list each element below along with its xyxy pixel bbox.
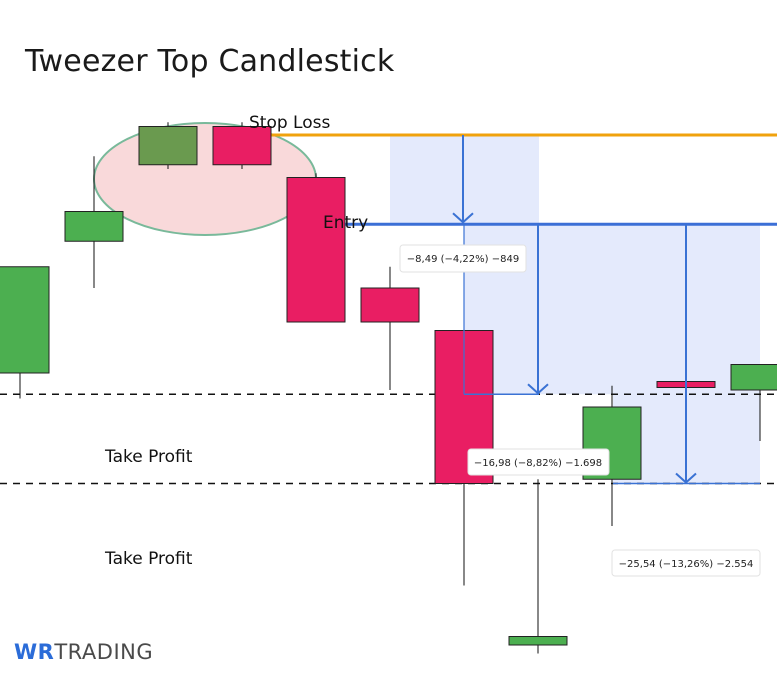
highlight-layer — [93, 122, 317, 236]
candle-body — [286, 177, 346, 323]
logo-trading: TRADING — [54, 640, 154, 664]
measurement-box-2: −16,98 (−8,82%) −1.698 — [467, 448, 610, 476]
candle-body — [508, 636, 568, 646]
stop-loss-label: Stop Loss — [249, 113, 330, 133]
candle-body — [212, 126, 272, 166]
candle-2 — [64, 156, 124, 288]
level-lines — [0, 133, 777, 485]
brand-logo: WRTRADING — [14, 640, 153, 664]
candle-6 — [360, 266, 420, 390]
arrow-head — [675, 472, 697, 484]
take-profit-label-1: Take Profit — [104, 447, 193, 467]
candle-body — [138, 126, 198, 166]
candle-body — [730, 364, 777, 391]
measurement-text-1: −8,49 (−4,22%) −849 — [407, 254, 519, 265]
candle-11 — [730, 364, 777, 441]
logo-wr: WR — [14, 640, 55, 664]
chart-title: Tweezer Top Candlestick — [25, 44, 395, 79]
projection-arrow-1 — [452, 135, 474, 224]
candle-body — [360, 287, 420, 323]
projection-arrow-3 — [675, 224, 697, 484]
candle-5 — [286, 173, 346, 323]
candle-body — [64, 211, 124, 242]
projection-arrows — [452, 135, 760, 485]
projection-arrow-2 — [527, 224, 549, 395]
measurement-box-3: −25,54 (−13,26%) −2.554 — [611, 549, 761, 577]
candle-1 — [0, 266, 50, 399]
take-profit-label-2: Take Profit — [104, 549, 193, 569]
candle-body — [0, 266, 50, 374]
arrow-head — [452, 212, 474, 224]
candle-3 — [138, 122, 198, 169]
measurement-text-2: −16,98 (−8,82%) −1.698 — [474, 458, 602, 469]
projection-zone-1 — [390, 135, 539, 225]
candle-4 — [212, 122, 272, 169]
arrow-head — [527, 383, 549, 395]
measurement-text-3: −25,54 (−13,26%) −2.554 — [619, 559, 754, 570]
candle-8 — [508, 479, 568, 654]
tweezer-highlight-ellipse — [93, 122, 317, 236]
entry-label: Entry — [323, 213, 368, 233]
measurement-box-1: −8,49 (−4,22%) −849 — [399, 244, 527, 273]
